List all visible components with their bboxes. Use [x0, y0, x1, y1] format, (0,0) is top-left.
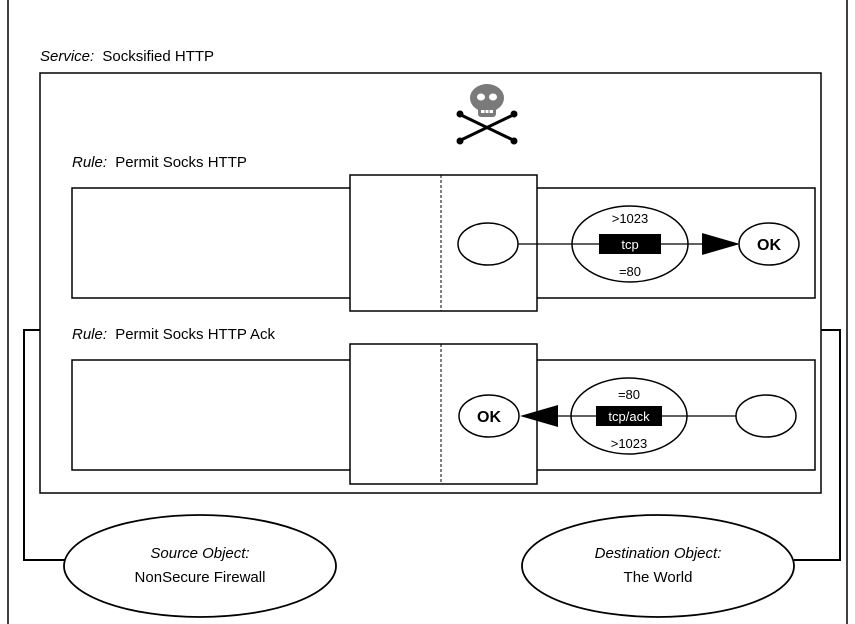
rule-2-port-bottom: >1023 — [611, 436, 648, 451]
rule-2-source-node — [735, 394, 797, 438]
svg-text:Rule: Permit Socks HTTP Ac: Rule: Permit Socks HTTP Ack — [72, 326, 275, 343]
service-name: Socksified HTTP — [102, 48, 214, 65]
rule-2-name: Permit Socks HTTP Ack — [115, 326, 275, 343]
rule-1-protocol-badge — [599, 234, 661, 254]
rule-1-name: Permit Socks HTTP — [115, 154, 247, 171]
rule-1-protocol: tcp — [621, 237, 638, 252]
rule-1-port-top: >1023 — [612, 211, 649, 226]
rule-1-source-node — [457, 222, 519, 266]
rule-2-protocol-badge — [596, 406, 662, 426]
rule-2-port-top: =80 — [618, 387, 640, 402]
skull-crossbones-icon — [456, 84, 518, 145]
source-object-name: NonSecure Firewall — [135, 569, 266, 586]
destination-object-name: The World — [624, 569, 693, 586]
svg-text:Rule: Permit Socks HTTP: Rule: Permit Socks HTTP — [72, 154, 247, 171]
outer-frame — [7, 0, 848, 624]
source-object-label: Source Object: — [150, 545, 249, 562]
destination-object — [521, 514, 795, 618]
rule-1-result: OK — [757, 237, 781, 254]
rule-1-ok-node — [738, 222, 800, 266]
rule-1-arrowhead — [702, 233, 740, 255]
service-box — [39, 72, 822, 494]
rule-2-arrowhead — [520, 405, 558, 427]
rule-2-label: Rule: — [72, 326, 107, 343]
source-connector — [23, 329, 66, 561]
svg-text:Service: Socksified HTTP: Service: Socksified HTTP — [40, 48, 214, 65]
source-object — [63, 514, 337, 618]
rule-2-result: OK — [477, 409, 501, 426]
destination-connector — [794, 329, 841, 561]
rule-2-ok-node — [458, 394, 520, 438]
rule-2-protocol: tcp/ack — [608, 409, 650, 424]
rule-1-port-bottom: =80 — [619, 264, 641, 279]
service-label: Service: — [40, 48, 94, 65]
rule-1-label: Rule: — [72, 154, 107, 171]
destination-object-label: Destination Object: — [595, 545, 722, 562]
